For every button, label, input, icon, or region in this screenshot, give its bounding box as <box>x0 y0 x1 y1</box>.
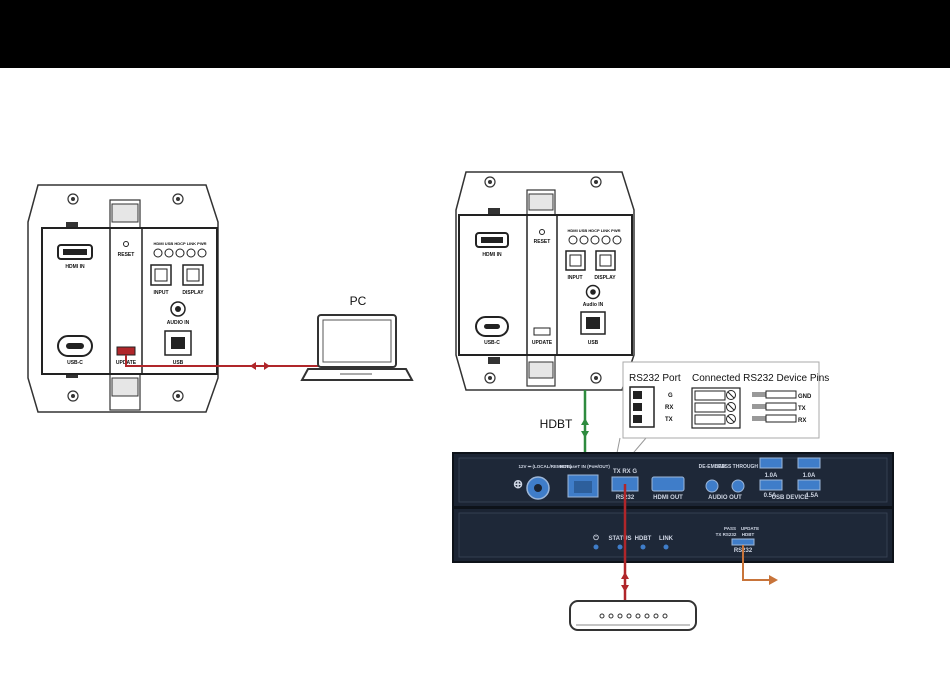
hdbaset-in-label: HDBaseT IN (PoH/OUT) <box>560 464 610 469</box>
left-audio-in-label: AUDIO IN <box>167 320 190 326</box>
left-reset-label: RESET <box>118 252 135 258</box>
power-icon: ⏻ <box>593 534 599 542</box>
usb-05a-label: 0.5A <box>764 493 777 499</box>
pass-label: PASS <box>724 526 736 531</box>
status-label: STATUS <box>608 536 631 542</box>
right-led-labels: HDMI USB HDCP LINK PWR <box>567 228 620 233</box>
left-hdmi-in-label: HDMI IN <box>65 264 85 270</box>
update-label: UPDATE <box>741 526 759 531</box>
hdmi-out-label: HDMI OUT <box>653 495 683 501</box>
left-wall-plate: HDMI IN USB-C RESET UPDATE HDMI USB HDCP… <box>27 184 219 413</box>
usb-a-port-icon <box>759 479 783 491</box>
polarity-icon: ⊕ <box>513 477 523 491</box>
update-cable <box>742 545 778 585</box>
usb-a-port-icon <box>797 457 821 469</box>
usb-1a-label-1: 1.0A <box>765 473 778 479</box>
left-usb-label: USB <box>173 360 184 366</box>
receiver-rear-panel: ⊕ 12V ⎓ (LOCAL/REMOTE) HDBaseT IN (PoH/O… <box>452 452 894 508</box>
left-led-labels: HDMI USB HDCP LINK PWR <box>153 241 206 246</box>
tx-rx-g-label: TX RX G <box>613 469 637 475</box>
right-input-label: INPUT <box>568 275 583 281</box>
hdbt-led-label: HDBT <box>635 536 652 542</box>
pass-through-jack-icon <box>731 479 745 493</box>
usb-1a-label-2: 1.0A <box>803 473 816 479</box>
port-pin-1: G <box>668 393 673 399</box>
hdbt-switch-label: HDBT <box>742 532 755 537</box>
device-pin-1: GND <box>798 394 812 400</box>
rs232-device-title: Connected RS232 Device Pins <box>692 373 829 384</box>
port-pin-3: TX <box>665 417 673 423</box>
rs232-callout: RS232 Port Connected RS232 Device Pins G… <box>611 361 829 480</box>
usb-a-port-icon <box>797 479 821 491</box>
receiver-front-panel: ⏻ STATUS HDBT LINK PASS UPDATE TX RS232 … <box>452 507 894 563</box>
device-pin-3: RX <box>798 418 806 424</box>
right-wall-plate: HDMI IN USB-C RESET UPDATE HDMI USB HDCP… <box>455 171 635 391</box>
right-usb-label: USB <box>588 340 599 346</box>
usb-15a-label: 1.5A <box>806 493 819 499</box>
left-input-label: INPUT <box>154 290 169 296</box>
right-audio-in-label: Audio IN <box>583 302 604 308</box>
usb-update-cable <box>125 355 322 370</box>
rs232-switch-icon <box>731 538 755 546</box>
right-hdmi-in-label: HDMI IN <box>482 252 502 258</box>
pc-label: PC <box>350 294 367 308</box>
right-update-label: UPDATE <box>532 340 553 346</box>
pass-through-label: PASS THROUGH <box>718 464 758 470</box>
top-banner <box>0 0 950 68</box>
right-display-label: DISPLAY <box>594 275 616 281</box>
device-pin-2: TX <box>798 406 806 412</box>
right-reset-label: RESET <box>534 239 551 245</box>
rs232-cable <box>621 484 629 600</box>
rs232-port-title: RS232 Port <box>629 373 681 384</box>
hdmi-out-port-icon <box>651 476 685 492</box>
link-led-label: LINK <box>659 536 674 542</box>
left-usb-c-label: USB-C <box>67 360 83 366</box>
pc-laptop-icon <box>300 314 414 381</box>
hdbt-label: HDBT <box>540 417 573 431</box>
power-label: 12V ⎓ (LOCAL/REMOTE) <box>518 464 572 469</box>
right-usb-c-label: USB-C <box>484 340 500 346</box>
de-embed-jack-icon <box>705 479 719 493</box>
left-update-port-icon <box>116 346 136 356</box>
left-display-label: DISPLAY <box>182 290 204 296</box>
audio-out-label: AUDIO OUT <box>708 495 742 501</box>
tx-rs232-label: TX RS232 <box>716 532 737 537</box>
port-pin-2: RX <box>665 405 673 411</box>
usb-device-label: USB DEVICE <box>772 495 809 501</box>
control-system-device-icon <box>569 600 697 631</box>
de-embed-label: DE-EMBED <box>699 464 726 470</box>
usb-a-port-icon <box>759 457 783 469</box>
